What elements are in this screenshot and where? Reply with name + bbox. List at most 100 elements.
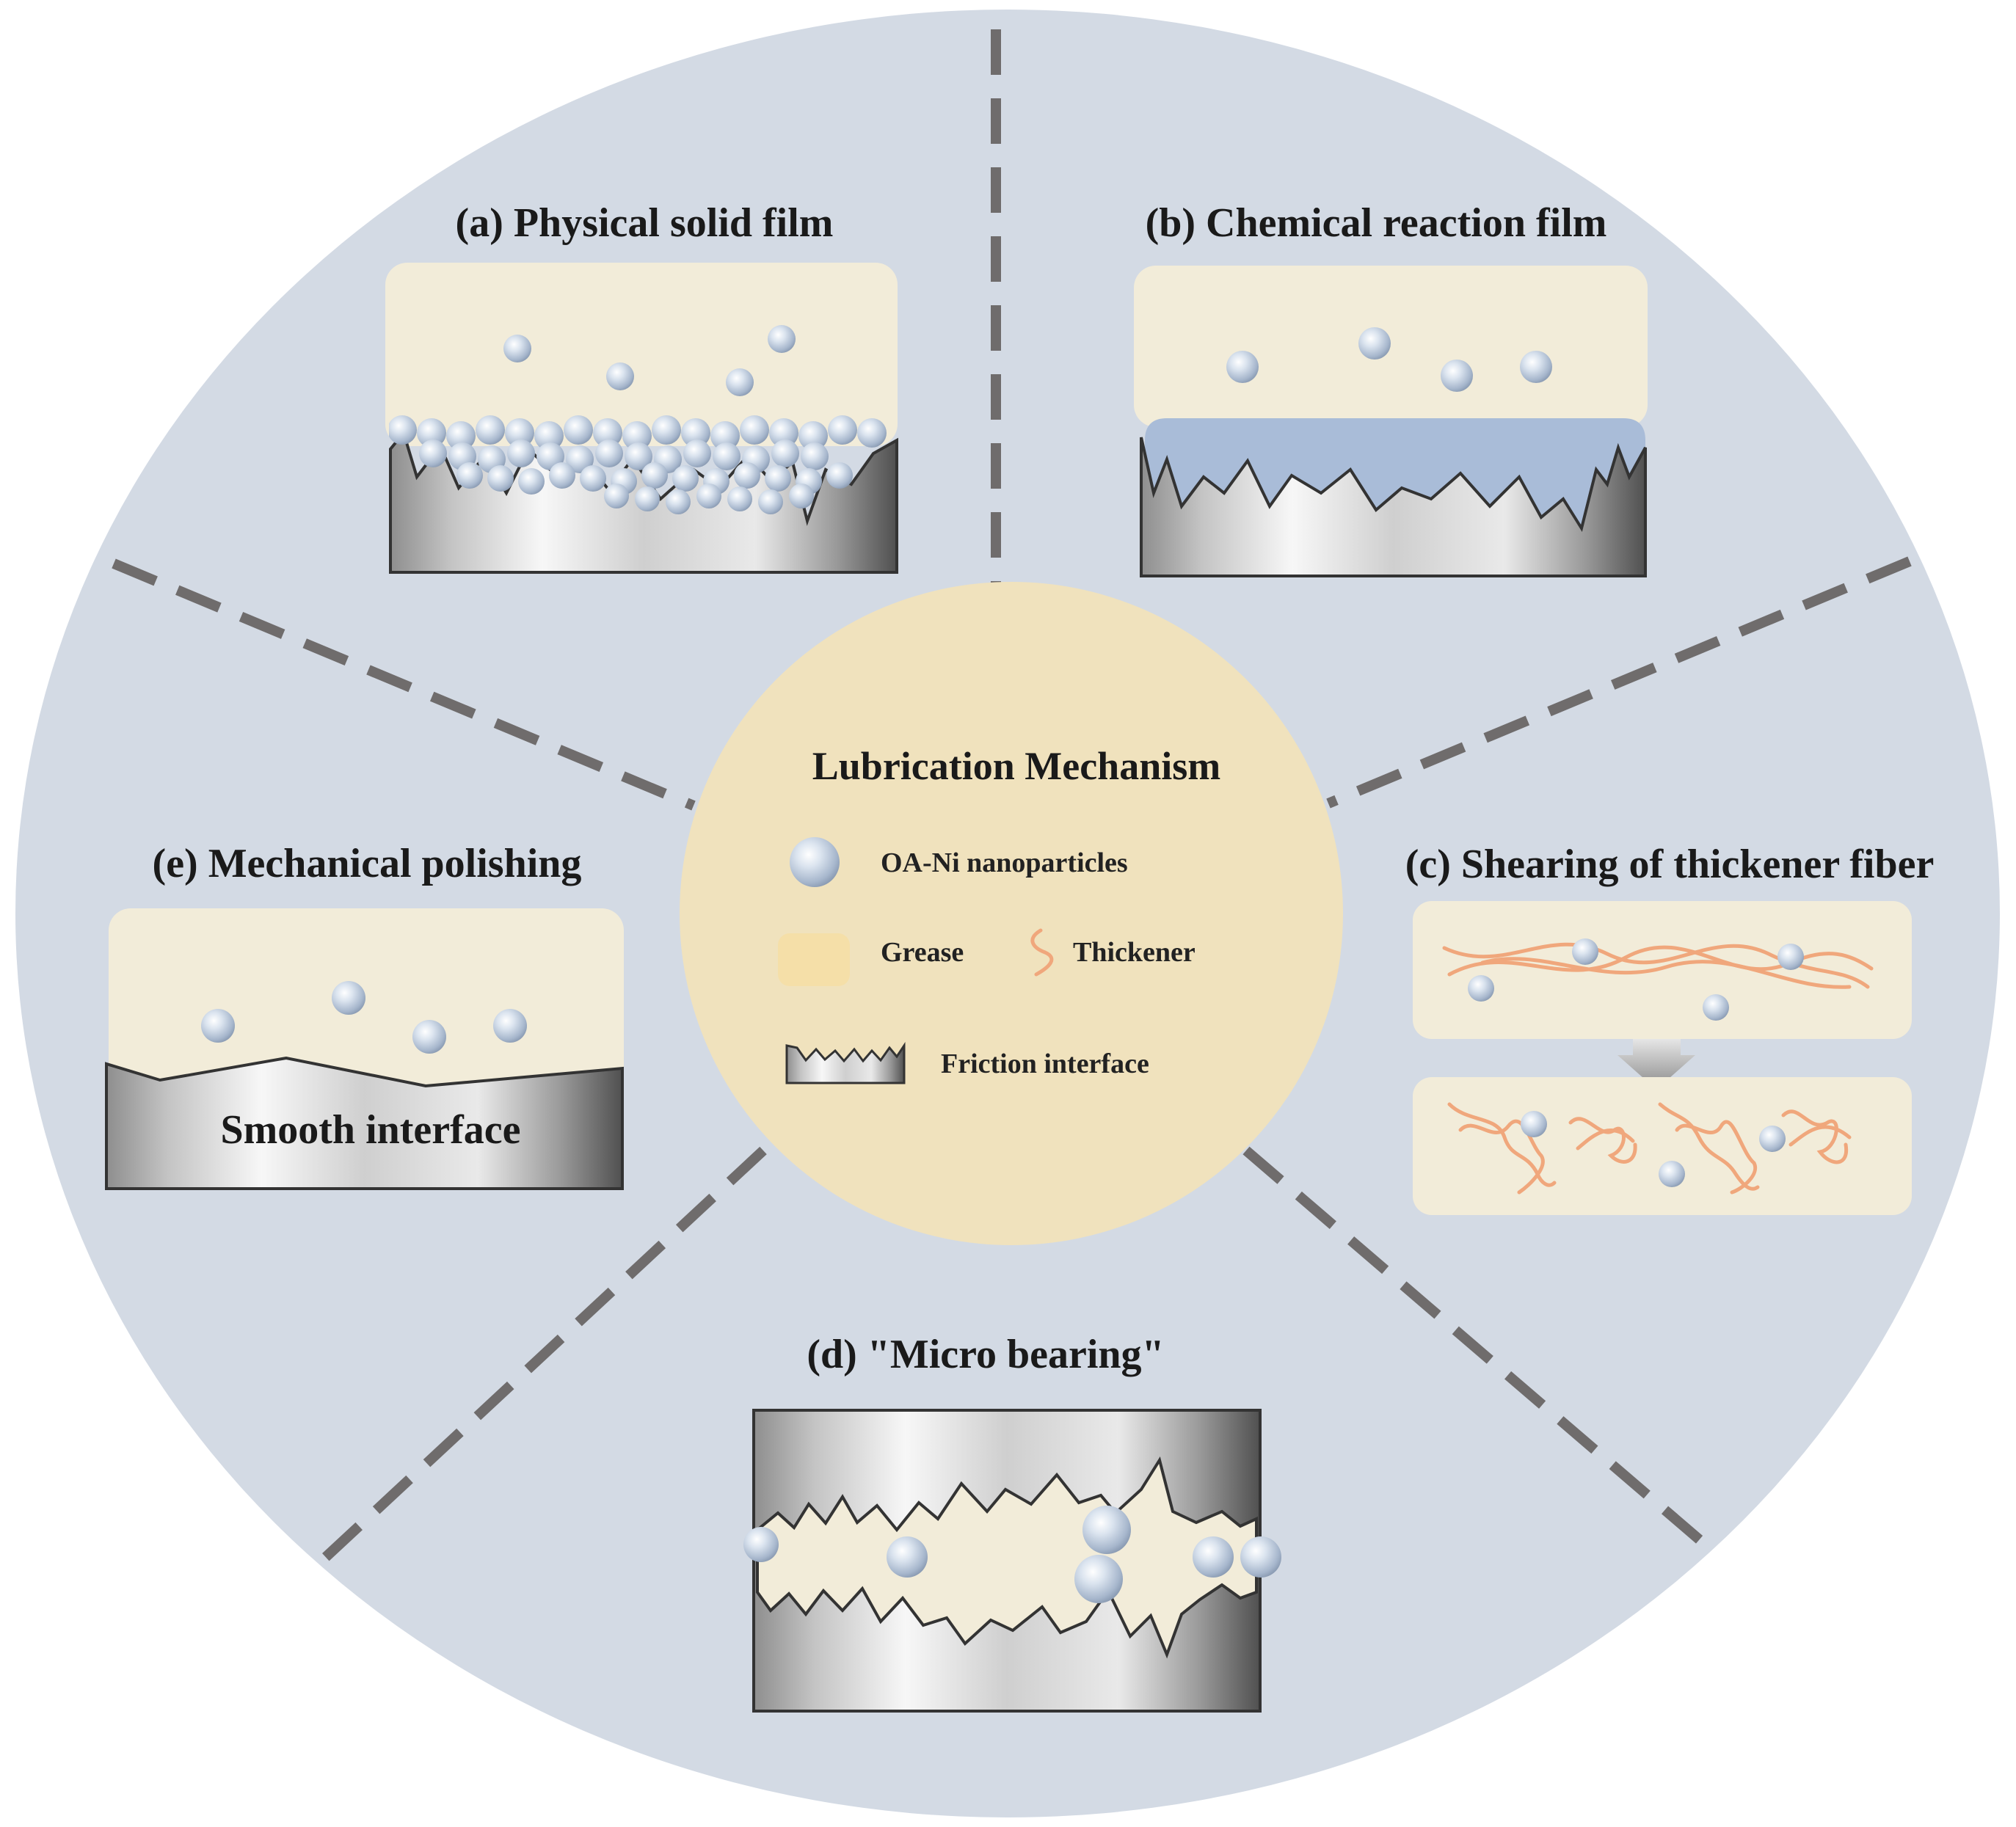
- nanoparticle: [710, 421, 740, 451]
- nanoparticle: [518, 468, 545, 495]
- panel-c-grease-after: [1413, 1077, 1912, 1215]
- panel-b-metal-surface: [1140, 437, 1647, 577]
- nanoparticle: [487, 465, 514, 492]
- nanoparticle: [652, 415, 681, 445]
- nanoparticle: [389, 415, 417, 445]
- nanoparticle: [1521, 1111, 1547, 1137]
- nanoparticle: [1468, 975, 1494, 1002]
- nanoparticle: [201, 1009, 235, 1043]
- nanoparticle: [456, 462, 483, 489]
- panel-b-title: (b) Chemical reaction film: [1146, 200, 1607, 246]
- nanoparticle: [768, 325, 796, 353]
- nanoparticle: [1441, 360, 1473, 392]
- panel-d-particles: [743, 1506, 1281, 1603]
- nanoparticle: [641, 462, 668, 489]
- legend-friction-label: Friction interface: [941, 1049, 1149, 1079]
- center-circle: [680, 582, 1343, 1245]
- panel-e-grease: [109, 908, 624, 1099]
- legend-grease-label: Grease: [881, 937, 964, 968]
- panel-b-chemical-reaction-film: (b) Chemical reaction film: [1134, 200, 1648, 577]
- nanoparticle: [1572, 938, 1598, 965]
- nanoparticle: [417, 418, 446, 448]
- nanoparticle: [1777, 944, 1804, 970]
- panel-a-title: (a) Physical solid film: [456, 200, 834, 246]
- nanoparticle: [681, 418, 710, 448]
- divider-upper-left: [112, 558, 696, 811]
- panel-b-grease: [1134, 266, 1648, 427]
- nanoparticle: [595, 440, 623, 467]
- nanoparticle: [446, 421, 476, 451]
- nanoparticle: [505, 418, 534, 448]
- nanoparticle: [683, 440, 711, 467]
- nanoparticle: [1082, 1506, 1131, 1554]
- nanoparticle: [1193, 1536, 1234, 1578]
- nanoparticle: [564, 415, 593, 445]
- nanoparticle: [1074, 1555, 1123, 1603]
- nanoparticle: [743, 1527, 779, 1562]
- down-arrow-icon: [1617, 1039, 1695, 1090]
- nanoparticle: [593, 418, 622, 448]
- panel-a-grease: [385, 263, 898, 446]
- nanoparticle: [622, 421, 652, 451]
- center-legend: Lubrication Mechanism OA-Ni nanoparticle…: [680, 582, 1343, 1245]
- nanoparticle: [765, 465, 791, 492]
- panel-c-particles-after: [1521, 1111, 1786, 1187]
- panel-a-free-particles: [503, 325, 796, 396]
- legend-particle-icon: [790, 837, 840, 887]
- nanoparticle: [549, 462, 575, 489]
- nanoparticle: [534, 421, 564, 451]
- panel-e-mechanical-polishing: (e) Mechanical polishing Smooth interfac…: [105, 841, 624, 1190]
- nanoparticle: [771, 440, 799, 467]
- nanoparticle: [1226, 351, 1259, 383]
- nanoparticle: [412, 1020, 446, 1054]
- nanoparticle: [713, 442, 740, 470]
- nanoparticle: [625, 442, 652, 470]
- nanoparticle: [580, 465, 606, 492]
- nanoparticle: [696, 484, 721, 508]
- legend-friction-icon: [785, 1042, 906, 1084]
- nanoparticle: [332, 981, 365, 1015]
- panel-c-shearing-thickener: (c) Shearing of thickener fiber: [1405, 842, 1935, 1215]
- nanoparticle: [493, 1009, 527, 1043]
- nanoparticle: [740, 415, 769, 445]
- nanoparticle: [769, 418, 798, 448]
- nanoparticle: [727, 486, 752, 511]
- legend-grease-swatch: [778, 933, 850, 986]
- nanoparticle: [566, 445, 594, 473]
- panel-a-particle-layer: [389, 415, 887, 514]
- panel-e-surface-label: Smooth interface: [220, 1107, 520, 1153]
- panel-a-physical-solid-film: (a) Physical solid film: [385, 200, 898, 574]
- nanoparticle: [789, 484, 814, 508]
- panel-c-long-fibers: [1442, 942, 1874, 989]
- center-title: Lubrication Mechanism: [812, 744, 1221, 788]
- panel-c-particles-before: [1468, 938, 1804, 1021]
- panel-d-title: (d) "Micro bearing": [807, 1332, 1164, 1377]
- nanoparticle: [1659, 1161, 1685, 1187]
- legend-thickener-icon: [1030, 928, 1054, 977]
- nanoparticle: [1358, 327, 1391, 360]
- legend-particle-label: OA-Ni nanoparticles: [881, 847, 1128, 878]
- nanoparticle: [857, 418, 887, 448]
- panel-e-particles: [201, 981, 527, 1054]
- nanoparticle: [672, 465, 699, 492]
- nanoparticle: [1240, 1536, 1281, 1578]
- nanoparticle: [666, 489, 691, 514]
- nanoparticle: [887, 1536, 928, 1578]
- divider-lower-right: [1242, 1146, 1717, 1556]
- nanoparticle: [476, 415, 505, 445]
- divider-upper-right: [1326, 556, 1912, 809]
- nanoparticle: [606, 362, 634, 390]
- nanoparticle: [419, 440, 447, 467]
- nanoparticle: [826, 462, 853, 489]
- nanoparticle: [1703, 994, 1729, 1021]
- panel-c-title: (c) Shearing of thickener fiber: [1405, 842, 1935, 887]
- nanoparticle: [798, 421, 828, 451]
- nanoparticle: [801, 442, 829, 470]
- panel-e-metal-surface: [105, 1056, 624, 1190]
- nanoparticle: [604, 484, 629, 508]
- nanoparticle: [828, 415, 857, 445]
- nanoparticle: [503, 335, 531, 362]
- nanoparticle: [1759, 1126, 1786, 1152]
- panel-e-title: (e) Mechanical polishing: [153, 841, 582, 886]
